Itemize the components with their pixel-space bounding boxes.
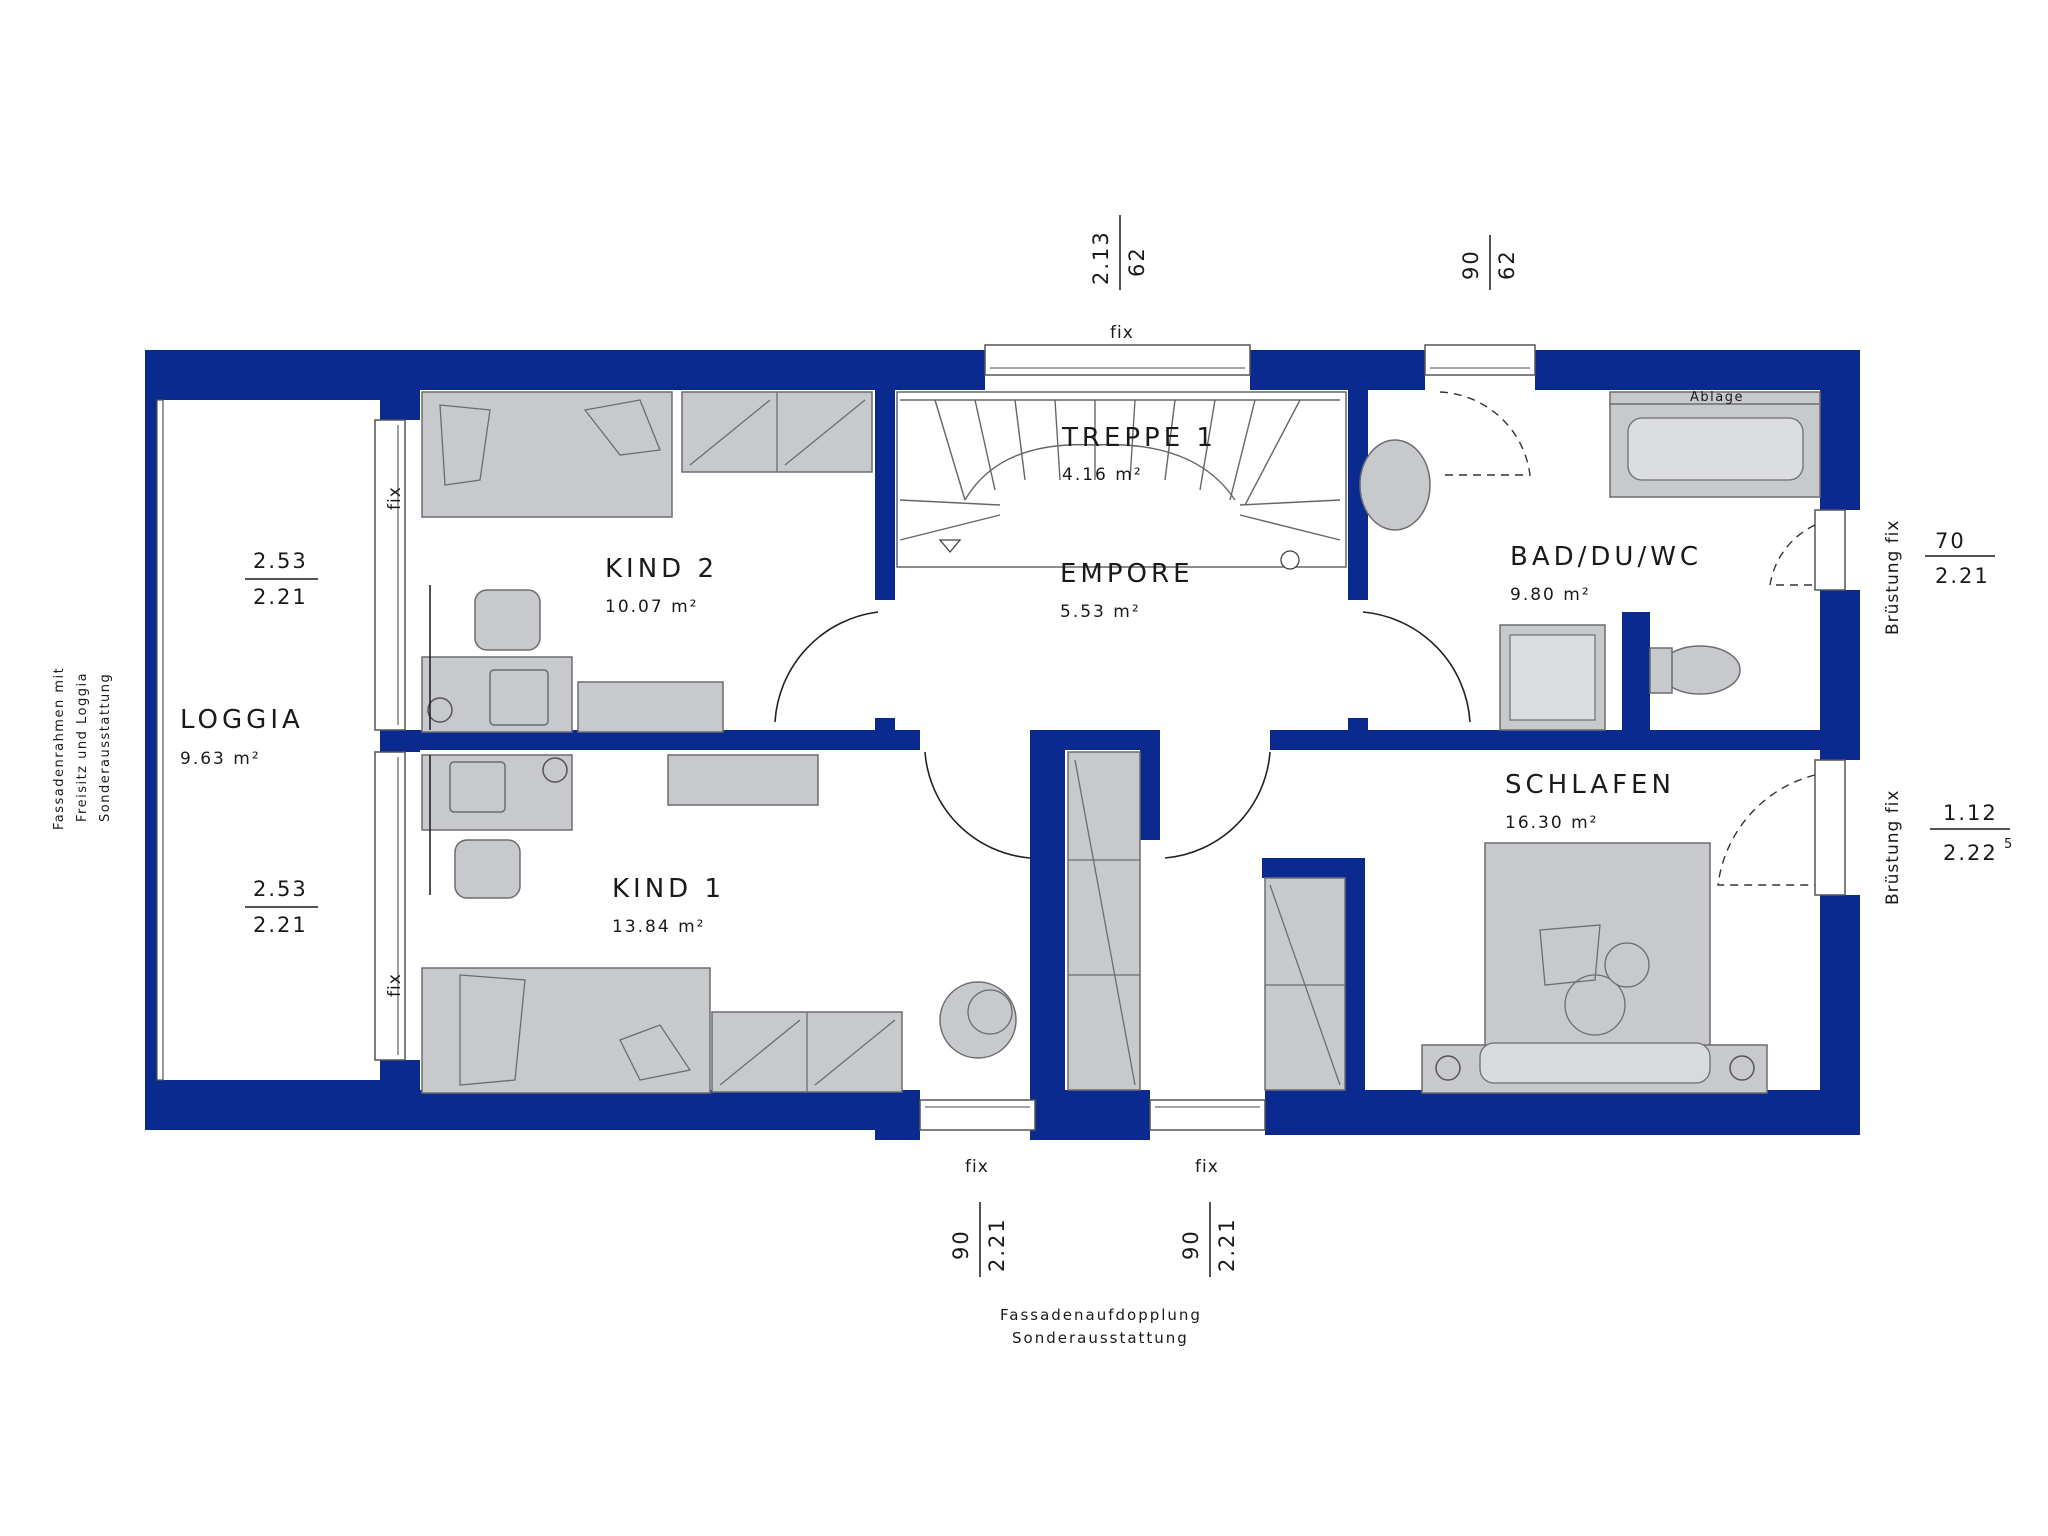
svg-text:2.22: 2.22 bbox=[1943, 841, 1998, 865]
dimensions: 2.13 62 90 62 70 2.21 1.12 2.22 5 2.53 2… bbox=[245, 215, 2014, 1277]
svg-text:70: 70 bbox=[1935, 529, 1966, 553]
bruestung-label-bed: Brüstung fix bbox=[1883, 790, 1903, 905]
room-area-kind2: 10.07 m² bbox=[605, 597, 698, 617]
dim-bottom-window-2: 90 2.21 bbox=[1179, 1202, 1239, 1277]
svg-text:90: 90 bbox=[1459, 249, 1483, 280]
svg-text:2.21: 2.21 bbox=[985, 1217, 1009, 1272]
furniture bbox=[421, 391, 1821, 1094]
walls bbox=[145, 350, 1860, 1140]
svg-text:2.21: 2.21 bbox=[253, 913, 308, 937]
fix-label-kind1: fix bbox=[385, 973, 405, 997]
room-area-empore: 5.53 m² bbox=[1060, 602, 1141, 622]
fix-label-top: fix bbox=[1110, 323, 1134, 343]
fix-label-bottom-1: fix bbox=[965, 1157, 989, 1177]
room-area-schlafen: 16.30 m² bbox=[1505, 813, 1598, 833]
fix-label-kind2: fix bbox=[385, 486, 405, 510]
left-note-line3: Sonderausstattung bbox=[98, 673, 113, 822]
room-labels: LOGGIA 9.63 m² KIND 2 10.07 m² TREPPE 1 … bbox=[180, 423, 1702, 937]
windows bbox=[156, 344, 1846, 1131]
svg-text:90: 90 bbox=[949, 1229, 973, 1260]
svg-text:2.53: 2.53 bbox=[253, 877, 308, 901]
room-name-kind1: KIND 1 bbox=[612, 874, 725, 904]
svg-text:62: 62 bbox=[1495, 249, 1519, 280]
svg-text:2.21: 2.21 bbox=[253, 585, 308, 609]
room-name-kind2: KIND 2 bbox=[605, 554, 718, 584]
room-name-treppe: TREPPE 1 bbox=[1061, 423, 1217, 453]
svg-text:2.13: 2.13 bbox=[1089, 230, 1113, 285]
bruestung-label-bath: Brüstung fix bbox=[1883, 520, 1903, 635]
dim-bottom-window-1: 90 2.21 bbox=[949, 1202, 1009, 1277]
notes: Fassadenaufdopplung Sonderausstattung Fa… bbox=[52, 667, 1202, 1347]
left-note-line1: Fassadenrahmen mit bbox=[52, 667, 67, 830]
dim-loggia-upper: 2.53 2.21 bbox=[245, 549, 318, 609]
dim-top-window-2: 90 62 bbox=[1459, 235, 1519, 290]
room-area-kind1: 13.84 m² bbox=[612, 917, 705, 937]
dim-bed-window: 1.12 2.22 5 bbox=[1930, 801, 2014, 865]
svg-text:90: 90 bbox=[1179, 1229, 1203, 1260]
room-name-schlafen: SCHLAFEN bbox=[1505, 770, 1675, 800]
room-name-loggia: LOGGIA bbox=[180, 705, 304, 735]
dim-bath-window: 70 2.21 bbox=[1925, 529, 1995, 588]
room-name-bad: BAD/DU/WC bbox=[1510, 542, 1702, 572]
dim-top-window-1: 2.13 62 bbox=[1089, 215, 1149, 290]
room-name-empore: EMPORE bbox=[1060, 559, 1194, 589]
window-labels: fix fix fix fix fix Ablage Brüstung fix … bbox=[385, 323, 1903, 1177]
room-area-treppe: 4.16 m² bbox=[1062, 465, 1143, 485]
svg-text:2.21: 2.21 bbox=[1215, 1217, 1239, 1272]
room-area-loggia: 9.63 m² bbox=[180, 749, 261, 769]
svg-text:2.53: 2.53 bbox=[253, 549, 308, 573]
ablage-label: Ablage bbox=[1690, 390, 1744, 405]
facade-note-line1: Fassadenaufdopplung bbox=[1000, 1306, 1202, 1324]
dim-loggia-lower: 2.53 2.21 bbox=[245, 877, 318, 937]
svg-text:5: 5 bbox=[2004, 837, 2014, 852]
svg-text:1.12: 1.12 bbox=[1943, 801, 1998, 825]
facade-note-line2: Sonderausstattung bbox=[1012, 1329, 1189, 1347]
svg-text:2.21: 2.21 bbox=[1935, 564, 1990, 588]
staircase bbox=[896, 391, 1347, 570]
svg-text:62: 62 bbox=[1125, 246, 1149, 277]
left-note-line2: Freisitz und Loggia bbox=[75, 672, 90, 822]
fix-label-bottom-2: fix bbox=[1195, 1157, 1219, 1177]
doors bbox=[774, 391, 1816, 886]
room-area-bad: 9.80 m² bbox=[1510, 585, 1591, 605]
